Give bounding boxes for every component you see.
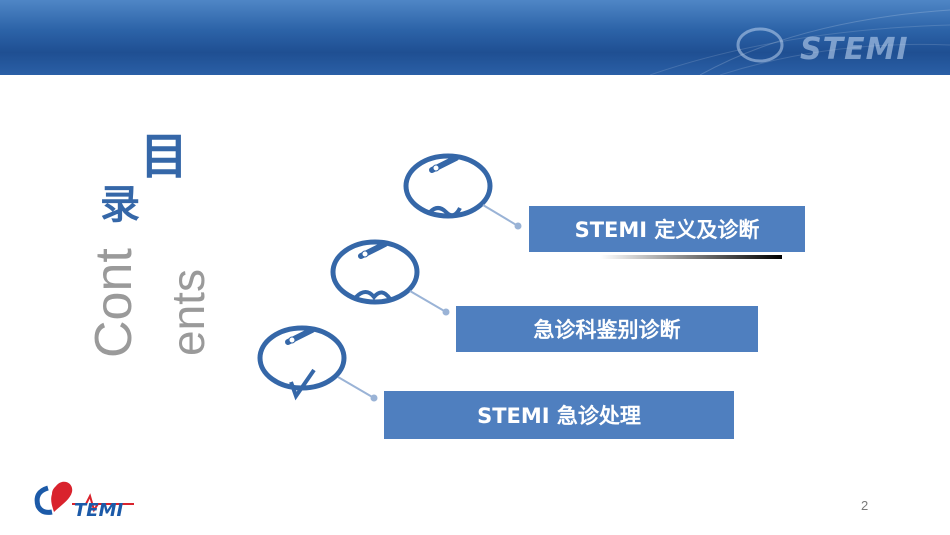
banner-pattern [649,9,950,75]
menu-item-stemi-treatment[interactable]: STEMI 急诊处理 [384,391,734,439]
header-banner: STEMI [0,0,950,75]
ring-icon-2 [330,239,420,305]
footer-logo-text: TEMI [74,500,124,521]
menu-item-differential-diagnosis[interactable]: 急诊科鉴别诊断 [456,306,758,352]
menu-item-stemi-definition[interactable]: STEMI 定义及诊断 [529,206,805,252]
title-char-2: 录 [100,182,140,228]
ring-icon-3 [257,325,347,401]
title-char-1: 目 [140,129,189,185]
footer-logo-icon [34,481,134,515]
menu-item-1-underline [600,255,782,259]
ring-icon-1 [403,153,493,219]
header-logo-text: STEMI [800,32,909,67]
page-number: 2 [861,498,869,513]
